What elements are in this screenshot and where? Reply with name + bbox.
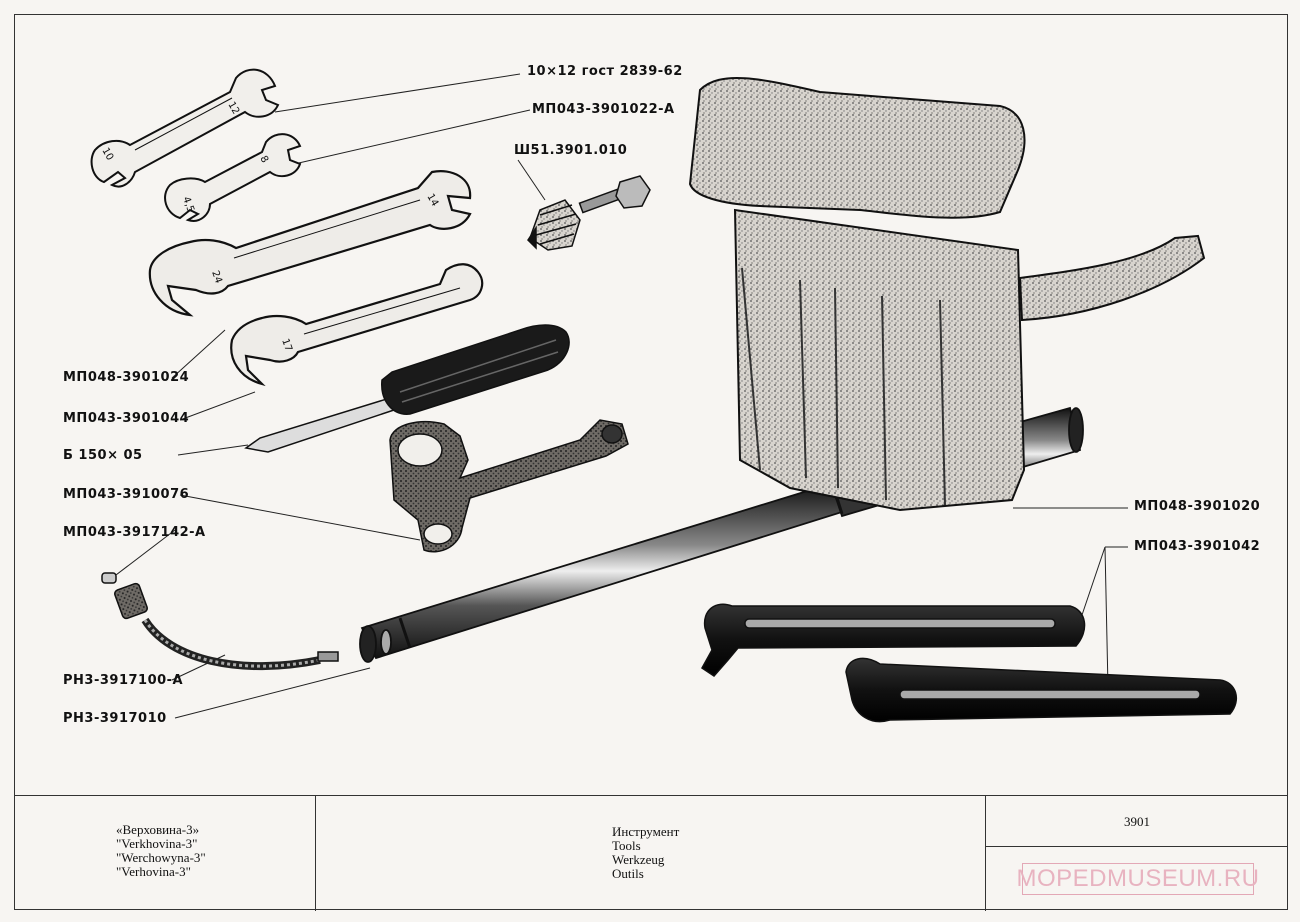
watermark-logo: MOPEDMUSEUM.RU <box>1017 863 1259 895</box>
sheet-name-en: Tools <box>612 838 641 853</box>
callout-wrench-10x12: 10×12 гост 2839-62 <box>527 64 683 79</box>
title-block-name-cell: Инструмент Tools Werkzeug Outils <box>316 796 986 911</box>
wrench-mark: 17 <box>279 337 294 353</box>
spark-plug-tool-icon <box>527 175 651 251</box>
model-name-de: "Werchowyna-3" <box>116 850 206 865</box>
callout-wrench-024: МП048-3901024 <box>63 370 190 385</box>
tool-pouch-icon <box>688 76 1206 512</box>
callout-tire-levers: МП043-3901042 <box>1134 539 1261 554</box>
callout-hose: РН3-3917100-А <box>63 673 184 688</box>
tire-lever-icon <box>701 603 1086 677</box>
wrench-mark: 4,5 <box>180 195 196 214</box>
callout-wrench-044: МП043-3901044 <box>63 411 190 426</box>
sheet-name-fr: Outils <box>612 866 644 881</box>
sheet-number: 3901 <box>1124 814 1150 829</box>
callout-valve-adapter: МП043-3917142-А <box>63 525 206 540</box>
tire-lever-icon <box>845 657 1238 723</box>
model-name-en: "Verkhovina-3" <box>116 836 198 851</box>
title-block-number-cell: 3901 <box>986 796 1288 911</box>
title-block-model-cell: «Верховина-3» "Verkhovina-3" "Werchowyna… <box>14 796 316 911</box>
wrench-14x24-icon <box>148 170 472 317</box>
sheet-name-ru: Инструмент <box>612 824 680 839</box>
wrench-10x12-icon <box>90 68 280 188</box>
sheet-frame <box>14 14 1288 910</box>
wrench-17-icon <box>230 263 484 387</box>
screwdriver-icon <box>244 324 570 453</box>
model-name-ru: «Верховина-3» <box>116 822 200 837</box>
wrench-mark: 8 <box>257 154 270 165</box>
hose-icon <box>101 572 339 671</box>
callout-pump: РН3-3917010 <box>63 711 167 726</box>
wrench-mark: 24 <box>209 269 224 285</box>
callout-screwdriver: Б 150× 05 <box>63 448 143 463</box>
callout-pouch: МП048-3901020 <box>1134 499 1261 514</box>
wrench-8x4-5-icon <box>164 133 302 222</box>
callout-wrench-22a: МП043-3901022-А <box>532 102 675 117</box>
callout-spark-tool: Ш51.3901.010 <box>514 143 628 158</box>
callout-box-wrench: МП043-3910076 <box>63 487 190 502</box>
title-block: «Верховина-3» "Verkhovina-3" "Werchowyna… <box>14 795 1288 911</box>
model-name-fr: "Verhovina-3" <box>116 864 191 879</box>
sheet-name-de: Werkzeug <box>612 852 665 867</box>
box-wrench-icon <box>389 419 629 553</box>
